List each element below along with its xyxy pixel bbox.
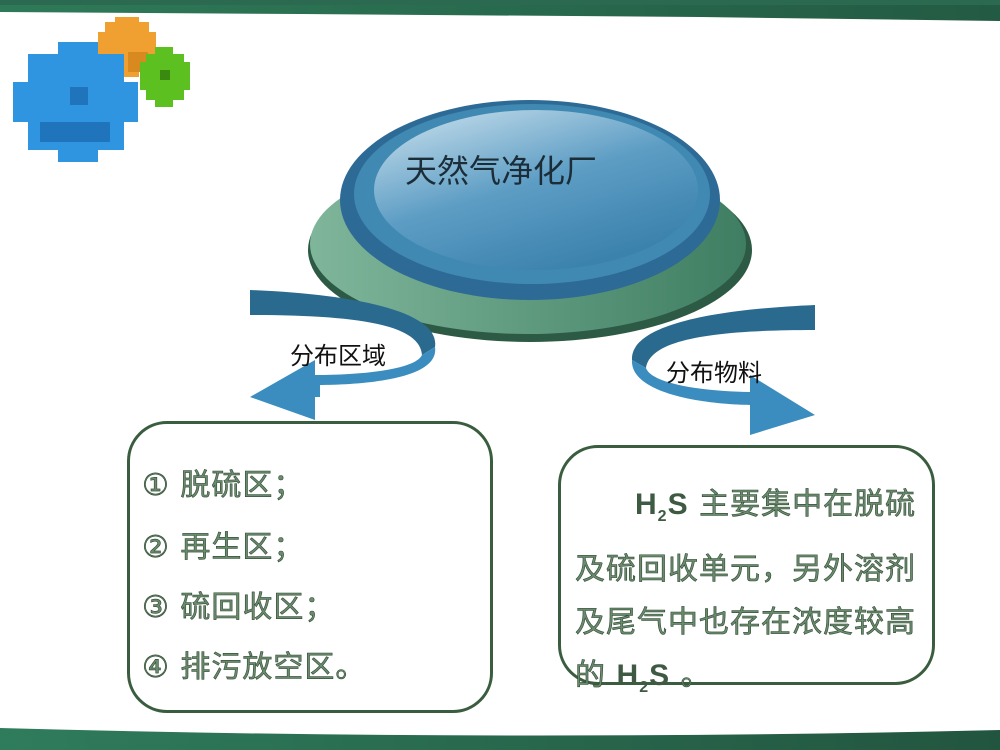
left-curved-arrow-icon [250, 290, 436, 420]
area-item: ① 脱硫区； [142, 468, 305, 504]
area-item: ② 再生区； [142, 530, 305, 566]
bottom-band [0, 728, 1000, 750]
right-arrow-label: 分布物料 [666, 359, 762, 387]
gears-logo-icon [13, 17, 190, 162]
h2s-formula: H2S [616, 659, 671, 696]
right-curved-arrow-icon [631, 305, 815, 435]
top-band [0, 0, 1000, 21]
left-arrow-label: 分布区域 [290, 342, 386, 370]
area-item: ④ 排污放空区。 [142, 650, 367, 686]
distribution-area-box: ① 脱硫区； ② 再生区； ③ 硫回收区； ④ 排污放空区。 [127, 421, 493, 713]
h2s-formula: H2S [635, 488, 689, 525]
area-item: ③ 硫回收区； [142, 590, 336, 626]
plant-disc [308, 100, 752, 342]
material-description: H2S 主要集中在脱硫及硫回收单元，另外溶剂及尾气中也存在浓度较高的 H2S 。 [575, 487, 917, 696]
plant-title: 天然气净化厂 [405, 152, 598, 190]
distribution-material-box: H2S 主要集中在脱硫及硫回收单元，另外溶剂及尾气中也存在浓度较高的 H2S 。 [558, 445, 935, 696]
